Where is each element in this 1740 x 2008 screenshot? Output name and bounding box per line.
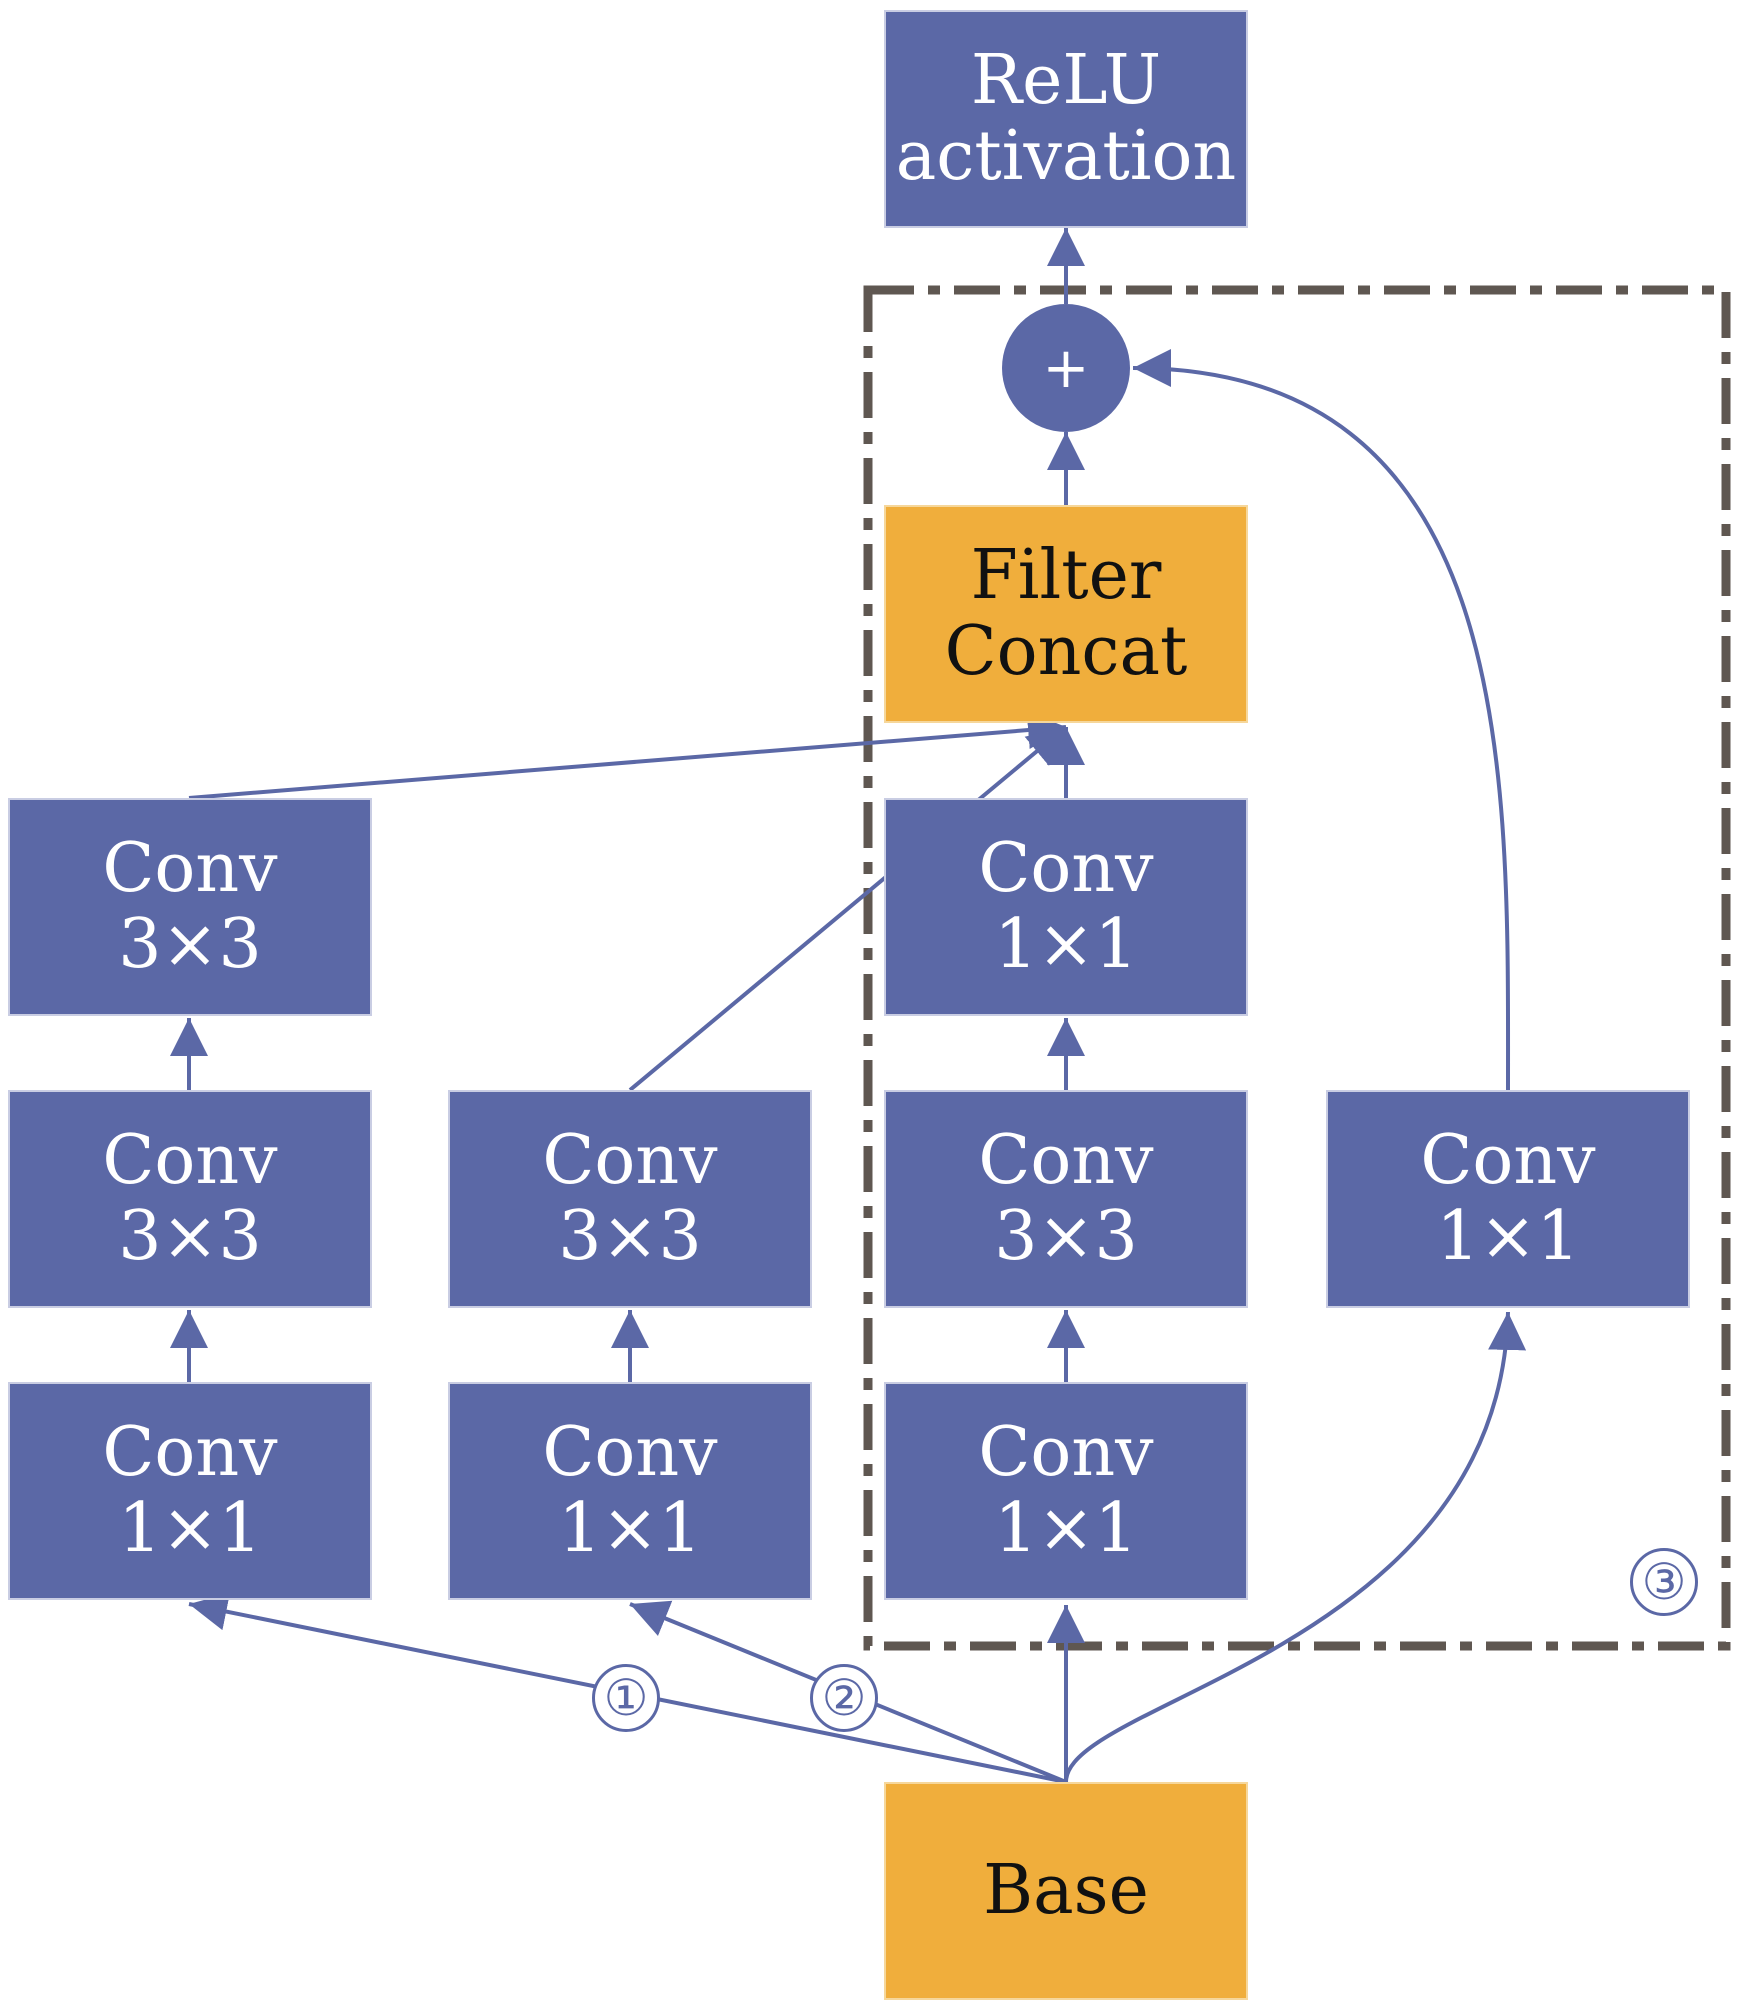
marker-2-label: ②: [821, 1669, 867, 1727]
node-line1: Conv: [102, 1121, 278, 1200]
marker-3-label: ③: [1641, 1553, 1687, 1611]
node-line1: Conv: [978, 1413, 1154, 1492]
marker-2: ②: [810, 1664, 878, 1732]
residual-module-boundary: [863, 285, 1731, 1651]
node-line2: 3×3: [118, 1197, 262, 1276]
branch3-conv3x3-node: Conv 3×3: [884, 1090, 1248, 1308]
relu-line2: activation: [895, 117, 1237, 196]
node-line2: 1×1: [994, 905, 1138, 984]
branch1-conv1x1-node: Conv 1×1: [8, 1382, 372, 1600]
node-line1: Conv: [1420, 1121, 1596, 1200]
marker-1: ①: [592, 1664, 660, 1732]
branch1-conv3x3-mid-node: Conv 3×3: [8, 1090, 372, 1308]
add-symbol: +: [1042, 335, 1090, 401]
relu-activation-node: ReLU activation: [884, 10, 1248, 228]
node-line2: 1×1: [558, 1489, 702, 1568]
filter-concat-node: Filter Concat: [884, 505, 1248, 723]
edge-b1-to-concat: [188, 711, 1067, 800]
edge-shortcut-to-add: [1132, 349, 1511, 1091]
branch1-conv3x3-top-node: Conv 3×3: [8, 798, 372, 1016]
base-label: Base: [983, 1851, 1149, 1930]
node-line1: Conv: [542, 1121, 718, 1200]
branch2-conv3x3-node: Conv 3×3: [448, 1090, 812, 1308]
node-line2: 1×1: [1436, 1197, 1580, 1276]
edge-b2-to-concat: [628, 725, 1068, 1092]
filter-concat-line1: Filter: [970, 536, 1162, 615]
add-node: +: [1002, 304, 1130, 432]
node-line2: 1×1: [118, 1489, 262, 1568]
branch3-conv1x1-bottom-node: Conv 1×1: [884, 1382, 1248, 1600]
node-line2: 3×3: [118, 905, 262, 984]
branch3-conv1x1-top-node: Conv 1×1: [884, 798, 1248, 1016]
node-line1: Conv: [978, 829, 1154, 908]
node-line2: 3×3: [558, 1197, 702, 1276]
base-node: Base: [884, 1782, 1248, 2000]
marker-3: ③: [1630, 1548, 1698, 1616]
node-line1: Conv: [102, 829, 278, 908]
node-line2: 3×3: [994, 1197, 1138, 1276]
node-line1: Conv: [542, 1413, 718, 1492]
node-line1: Conv: [102, 1413, 278, 1492]
node-line1: Conv: [978, 1121, 1154, 1200]
edge-base-to-shortcut: [1064, 1311, 1527, 1783]
filter-concat-line2: Concat: [944, 612, 1188, 691]
node-line2: 1×1: [994, 1489, 1138, 1568]
branch2-conv1x1-node: Conv 1×1: [448, 1382, 812, 1600]
shortcut-conv1x1-node: Conv 1×1: [1326, 1090, 1690, 1308]
relu-line1: ReLU: [970, 41, 1162, 120]
marker-1-label: ①: [603, 1669, 649, 1727]
